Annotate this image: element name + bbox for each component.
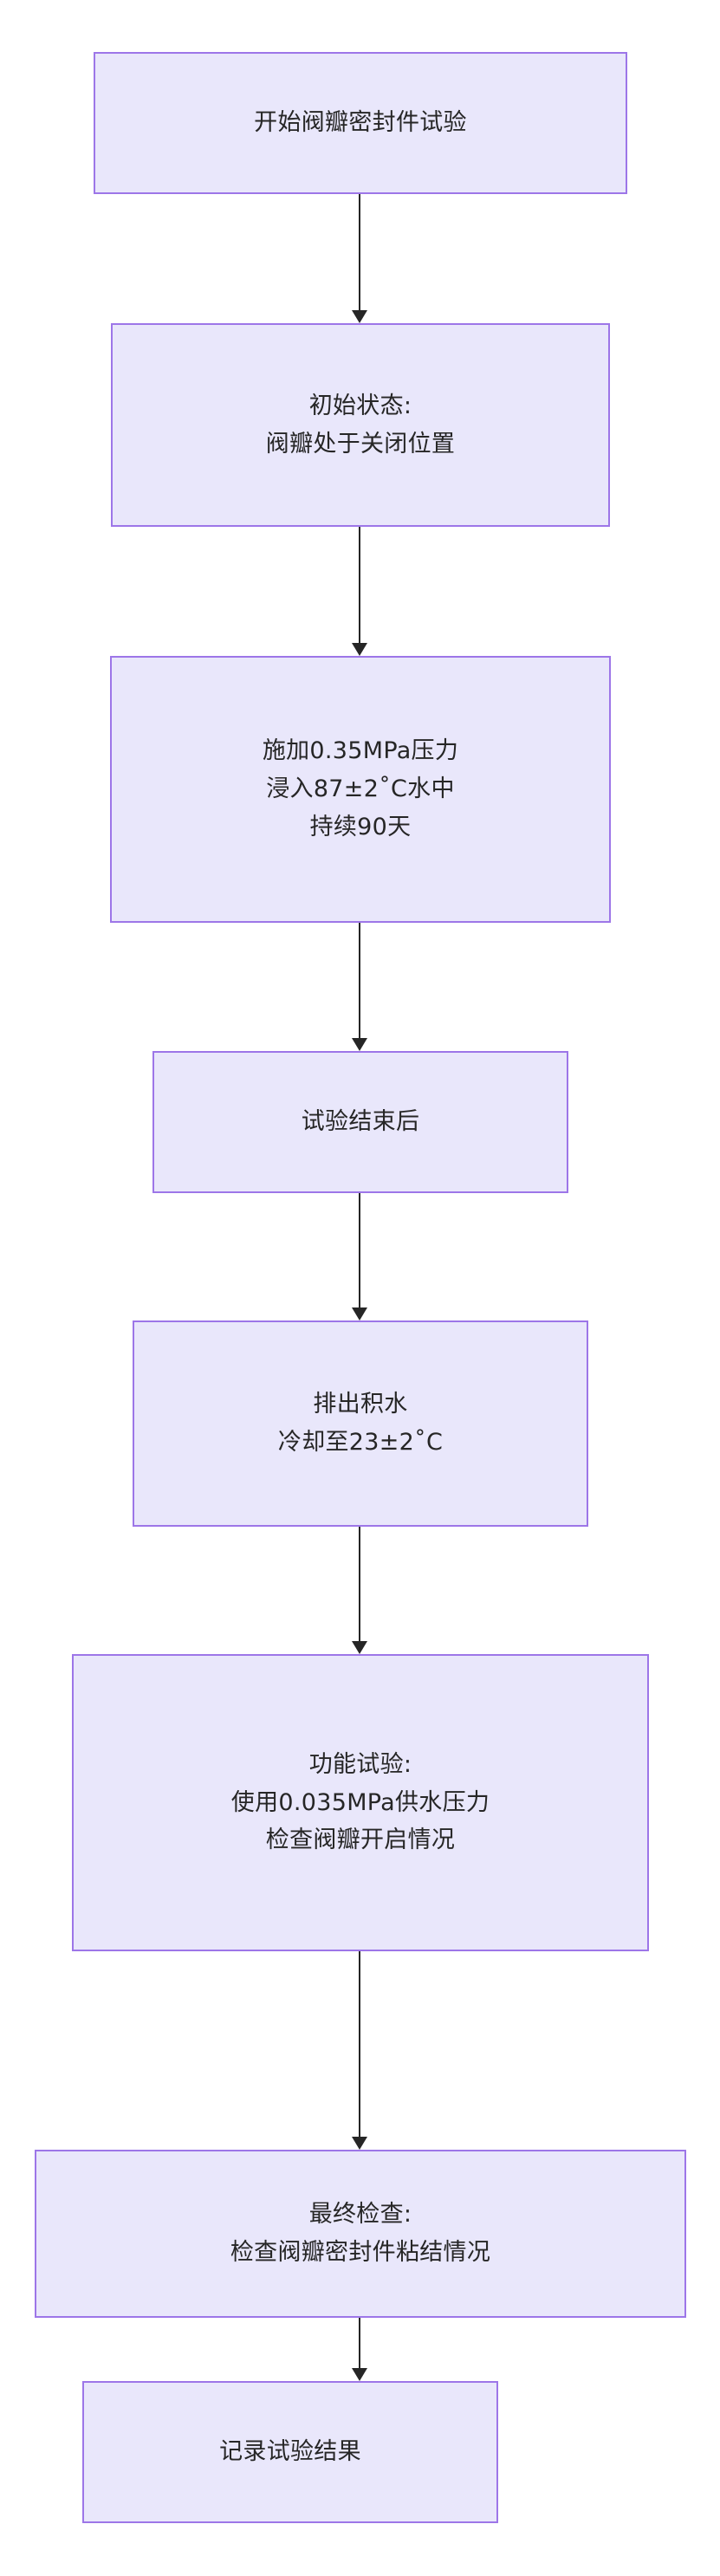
node-label-line: 施加0.35MPa压力 bbox=[262, 737, 459, 765]
node-label-line: 持续90天 bbox=[309, 813, 412, 840]
edge-function-to-final bbox=[359, 1951, 360, 2137]
edge-initial-to-pressure bbox=[359, 527, 360, 643]
node-drain-and-cool[interactable]: 排出积水冷却至23±2˚C bbox=[133, 1320, 588, 1527]
edge-drain-to-function-arrowhead bbox=[352, 1641, 367, 1654]
edge-final-to-record bbox=[359, 2318, 360, 2368]
node-start-valve-seal-test[interactable]: 开始阀瓣密封件试验 bbox=[94, 52, 627, 194]
edge-after-to-drain-arrowhead bbox=[352, 1307, 367, 1320]
edge-after-to-drain bbox=[359, 1193, 360, 1307]
edge-function-to-final-arrowhead bbox=[352, 2137, 367, 2150]
node-label-line: 最终检查: bbox=[308, 2201, 412, 2229]
node-record-test-results[interactable]: 记录试验结果 bbox=[82, 2381, 498, 2523]
edge-drain-to-function bbox=[359, 1527, 360, 1641]
node-label-line: 记录试验结果 bbox=[219, 2438, 361, 2466]
node-label-line: 检查阀瓣开启情况 bbox=[265, 1827, 456, 1854]
edge-start-to-initial-arrowhead bbox=[352, 310, 367, 323]
node-label-line: 开始阀瓣密封件试验 bbox=[254, 109, 467, 137]
node-label-line: 功能试验: bbox=[308, 1750, 412, 1778]
node-after-test-completion[interactable]: 试验结束后 bbox=[152, 1051, 568, 1193]
node-function-test[interactable]: 功能试验: 使用0.035MPa供水压力检查阀瓣开启情况 bbox=[72, 1654, 649, 1951]
node-label-line: 使用0.035MPa供水压力 bbox=[230, 1788, 490, 1816]
edge-pressure-to-after-arrowhead bbox=[352, 1038, 367, 1051]
edge-pressure-to-after bbox=[359, 923, 360, 1038]
node-label-line: 冷却至23±2˚C bbox=[277, 1429, 444, 1456]
edge-initial-to-pressure-arrowhead bbox=[352, 643, 367, 656]
node-label-line: 初始状态: bbox=[308, 392, 412, 419]
node-label-line: 浸入87±2˚C水中 bbox=[266, 775, 455, 803]
node-label-line: 检查阀瓣密封件粘结情况 bbox=[230, 2239, 491, 2266]
node-final-inspection[interactable]: 最终检查: 检查阀瓣密封件粘结情况 bbox=[35, 2150, 686, 2318]
node-apply-pressure-immersion[interactable]: 施加0.35MPa压力浸入87±2˚C水中持续90天 bbox=[110, 656, 611, 923]
node-label-line: 试验结束后 bbox=[301, 1108, 420, 1136]
edge-start-to-initial bbox=[359, 194, 360, 310]
node-label-line: 阀瓣处于关闭位置 bbox=[265, 430, 456, 457]
node-label-line: 排出积水 bbox=[313, 1391, 408, 1418]
node-initial-state[interactable]: 初始状态: 阀瓣处于关闭位置 bbox=[111, 323, 610, 527]
edge-final-to-record-arrowhead bbox=[352, 2368, 367, 2381]
